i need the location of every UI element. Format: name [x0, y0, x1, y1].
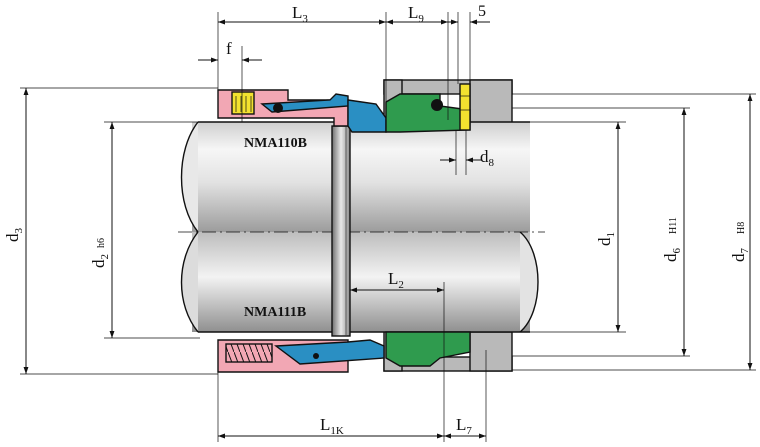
- stationary-seat-top: [385, 83, 471, 133]
- dimension-lines: [23, 19, 753, 439]
- dim-L7-label: L7: [456, 415, 472, 437]
- dim-d6-label: d6H11: [661, 217, 683, 262]
- rotating-unit-top: [217, 89, 387, 133]
- dim-d8-label: d8: [480, 147, 495, 169]
- dim-L2-label: L2: [388, 269, 404, 291]
- dim-f-label: f: [226, 39, 232, 58]
- sleeve: [331, 125, 351, 337]
- model-bottom-label: NMA111B: [244, 305, 306, 320]
- dim-L9-label: L9: [408, 3, 424, 25]
- stationary-seat-bottom: [385, 331, 471, 367]
- extension-lines: [20, 12, 756, 442]
- rotating-unit-bottom: [217, 339, 385, 373]
- shaft: [178, 121, 545, 333]
- dim-L1K-label: L1K: [320, 415, 344, 437]
- dim-L3-label: L3: [292, 3, 308, 25]
- dim-5-label: 5: [478, 3, 486, 20]
- dim-d1-label: d1: [595, 232, 617, 246]
- dim-d2-label: d2h6: [89, 238, 111, 268]
- model-top-label: NMA110B: [244, 136, 307, 151]
- dim-d7-label: d7H8: [729, 222, 751, 262]
- dim-d3-label: d3: [3, 228, 25, 243]
